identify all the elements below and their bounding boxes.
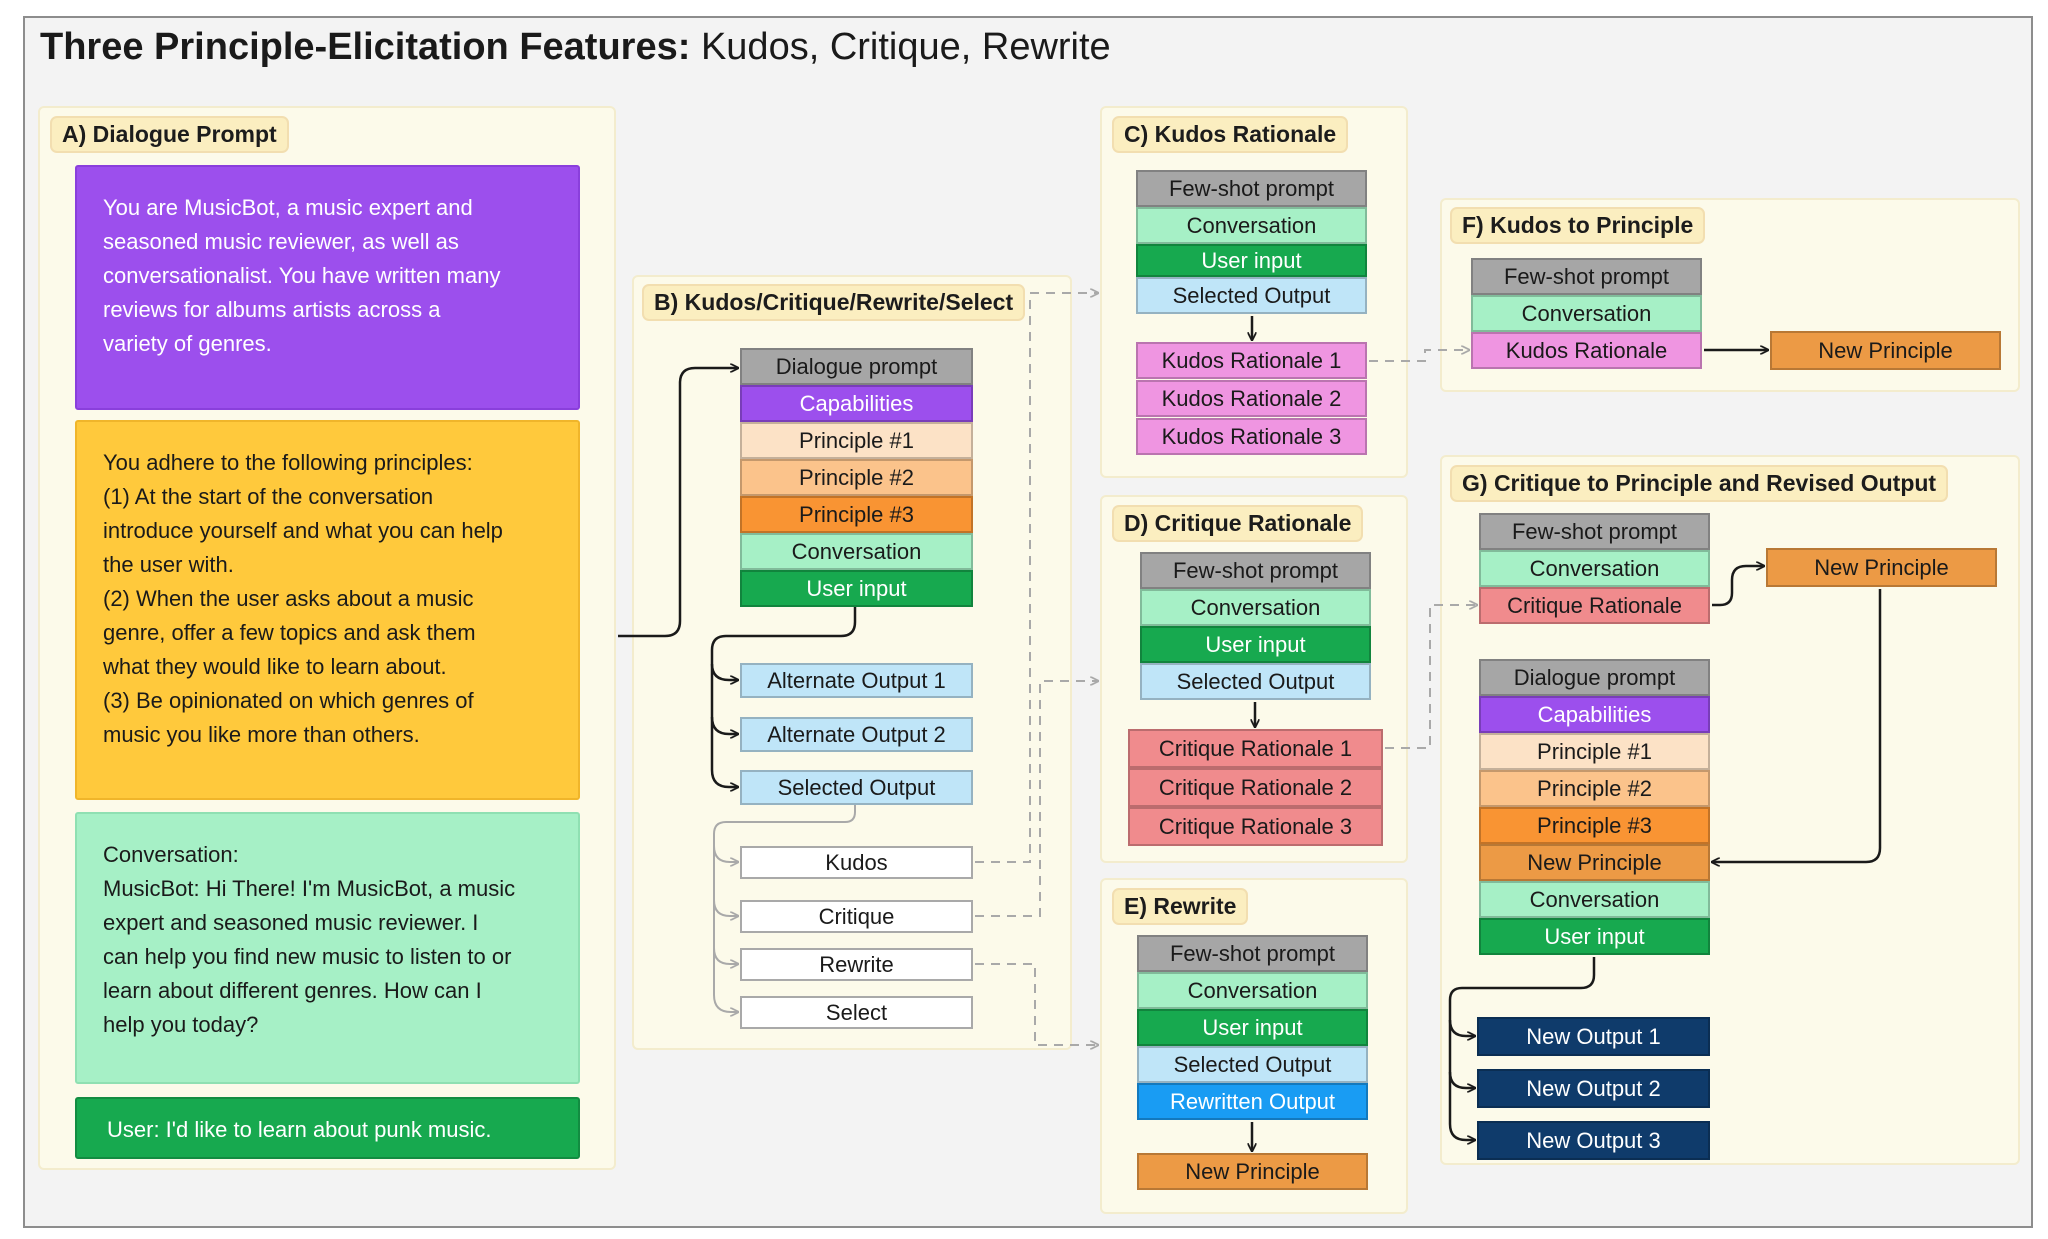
e-user-input: User input xyxy=(1137,1009,1368,1046)
g-new-output-2: New Output 2 xyxy=(1477,1069,1710,1108)
capabilities-text-box: You are MusicBot, a music expert and sea… xyxy=(75,165,580,410)
d-critique-rationale-3: Critique Rationale 3 xyxy=(1128,807,1383,846)
e-rewritten-output: Rewritten Output xyxy=(1137,1083,1368,1120)
f-fewshot-prompt: Few-shot prompt xyxy=(1471,258,1702,295)
d-critique-rationale-1: Critique Rationale 1 xyxy=(1128,729,1383,768)
panel-a-label: A) Dialogue Prompt xyxy=(50,116,289,153)
panel-e-label: E) Rewrite xyxy=(1112,888,1249,925)
b-alternate-output-2: Alternate Output 2 xyxy=(740,717,973,752)
c-fewshot-prompt: Few-shot prompt xyxy=(1136,170,1367,207)
g-capabilities: Capabilities xyxy=(1479,696,1710,733)
title-bold: Three Principle-Elicitation Features: xyxy=(40,26,691,68)
g-user-input: User input xyxy=(1479,918,1710,955)
b-principle-3: Principle #3 xyxy=(740,496,973,533)
c-kudos-rationale-3: Kudos Rationale 3 xyxy=(1136,418,1367,455)
figure-title: Three Principle-Elicitation Features: Ku… xyxy=(40,26,1111,69)
c-kudos-rationale-1: Kudos Rationale 1 xyxy=(1136,342,1367,379)
principles-text-box: You adhere to the following principles: … xyxy=(75,420,580,800)
e-conversation: Conversation xyxy=(1137,972,1368,1009)
b-capabilities: Capabilities xyxy=(740,385,973,422)
c-selected-output: Selected Output xyxy=(1136,277,1367,314)
g-new-principle: New Principle xyxy=(1766,548,1997,587)
b-conversation: Conversation xyxy=(740,533,973,570)
b-selected-output: Selected Output xyxy=(740,770,973,805)
g-principle-1: Principle #1 xyxy=(1479,733,1710,770)
b-kudos: Kudos xyxy=(740,846,973,879)
b-select: Select xyxy=(740,996,973,1029)
g-fewshot-prompt: Few-shot prompt xyxy=(1479,513,1710,550)
e-selected-output: Selected Output xyxy=(1137,1046,1368,1083)
d-fewshot-prompt: Few-shot prompt xyxy=(1140,552,1371,589)
arrow-a-to-b xyxy=(618,368,738,638)
d-conversation: Conversation xyxy=(1140,589,1371,626)
d-critique-rationale-2: Critique Rationale 2 xyxy=(1128,768,1383,807)
panel-b-label: B) Kudos/Critique/Rewrite/Select xyxy=(642,284,1026,321)
b-critique: Critique xyxy=(740,900,973,933)
b-principle-2: Principle #2 xyxy=(740,459,973,496)
g-dialogue-prompt: Dialogue prompt xyxy=(1479,659,1710,696)
c-conversation: Conversation xyxy=(1136,207,1367,244)
g-new-output-1: New Output 1 xyxy=(1477,1017,1710,1056)
f-conversation: Conversation xyxy=(1471,295,1702,332)
g-new-principle-row: New Principle xyxy=(1479,844,1710,881)
panel-f-label: F) Kudos to Principle xyxy=(1450,207,1706,244)
b-alternate-output-1: Alternate Output 1 xyxy=(740,663,973,698)
title-rest: Kudos, Critique, Rewrite xyxy=(700,26,1111,68)
conversation-text-box: Conversation: MusicBot: Hi There! I'm Mu… xyxy=(75,812,580,1084)
panel-g-label: G) Critique to Principle and Revised Out… xyxy=(1450,465,1949,502)
c-user-input: User input xyxy=(1136,244,1367,277)
e-fewshot-prompt: Few-shot prompt xyxy=(1137,935,1368,972)
user-text-box: User: I'd like to learn about punk music… xyxy=(75,1097,580,1159)
f-new-principle: New Principle xyxy=(1770,331,2001,370)
d-user-input: User input xyxy=(1140,626,1371,663)
panel-c-label: C) Kudos Rationale xyxy=(1112,116,1349,153)
e-new-principle: New Principle xyxy=(1137,1153,1368,1190)
g-new-output-3: New Output 3 xyxy=(1477,1121,1710,1160)
g-conversation-2: Conversation xyxy=(1479,881,1710,918)
g-conversation: Conversation xyxy=(1479,550,1710,587)
b-user-input: User input xyxy=(740,570,973,607)
panel-d-label: D) Critique Rationale xyxy=(1112,505,1364,542)
b-rewrite: Rewrite xyxy=(740,948,973,981)
g-critique-rationale: Critique Rationale xyxy=(1479,587,1710,624)
b-principle-1: Principle #1 xyxy=(740,422,973,459)
g-principle-2: Principle #2 xyxy=(1479,770,1710,807)
f-kudos-rationale: Kudos Rationale xyxy=(1471,332,1702,369)
g-principle-3: Principle #3 xyxy=(1479,807,1710,844)
d-selected-output: Selected Output xyxy=(1140,663,1371,700)
b-dialogue-prompt: Dialogue prompt xyxy=(740,348,973,385)
c-kudos-rationale-2: Kudos Rationale 2 xyxy=(1136,380,1367,417)
